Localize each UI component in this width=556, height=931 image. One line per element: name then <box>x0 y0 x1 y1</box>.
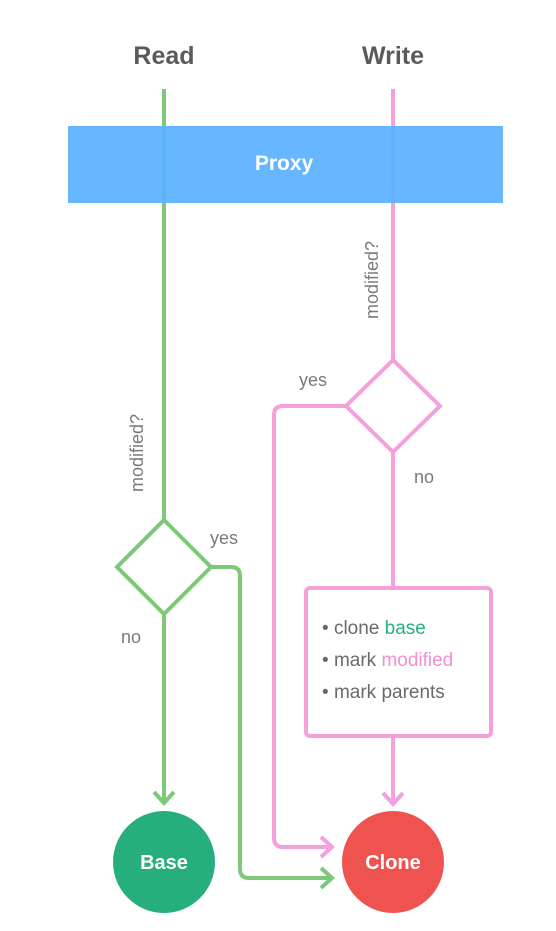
write-yes-label: yes <box>299 370 327 390</box>
read-no-label: no <box>121 627 141 647</box>
write-yes-path <box>272 404 346 849</box>
action-item-mark-parents: • mark parents <box>322 682 445 703</box>
base-node-label: Base <box>140 852 188 874</box>
read-yes-path <box>211 565 330 880</box>
read-modified-question: modified? <box>127 414 147 492</box>
actions-box <box>304 586 493 738</box>
read-yes-label: yes <box>210 528 238 548</box>
write-arrowhead <box>381 791 405 807</box>
write-modified-question: modified? <box>362 241 382 319</box>
clone-node-label: Clone <box>365 852 421 874</box>
read-no-arrowhead <box>152 790 176 806</box>
clone-node <box>342 811 444 913</box>
write-decision-diamond <box>343 357 443 455</box>
proxy-label: Proxy <box>255 152 314 175</box>
write-no-label: no <box>414 467 434 487</box>
read-column-title: Read <box>133 42 194 70</box>
write-column-title: Write <box>362 42 424 70</box>
base-node <box>113 811 215 913</box>
action-item-clone-base: • clone base <box>322 618 426 639</box>
proxy-band <box>68 126 503 203</box>
write-yes-arrowhead <box>319 835 335 859</box>
read-decision-diamond <box>114 517 214 617</box>
read-yes-arrowhead <box>319 866 335 890</box>
action-item-mark-modified: • mark modified <box>322 650 453 671</box>
